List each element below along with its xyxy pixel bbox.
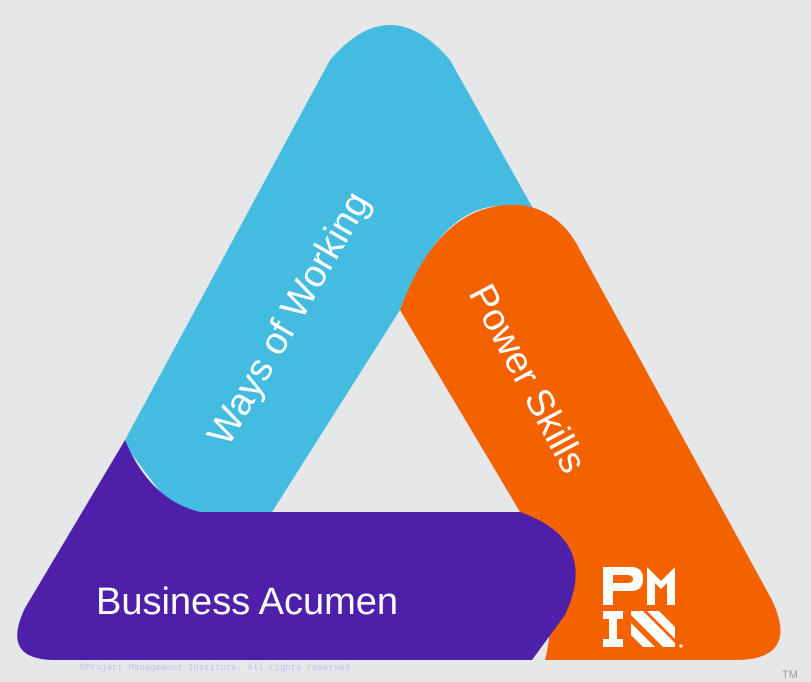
business-acumen-label: Business Acumen: [96, 581, 398, 623]
ways-of-working-segment: [125, 25, 535, 553]
pmi-logo: [603, 567, 683, 648]
business-acumen-segment: [17, 440, 576, 660]
power-skills-segment: [400, 204, 781, 661]
inner-triangle: [272, 310, 520, 512]
trademark-text: TM: [782, 669, 798, 681]
copyright-text: ©Project Management Institute. All right…: [80, 663, 355, 673]
